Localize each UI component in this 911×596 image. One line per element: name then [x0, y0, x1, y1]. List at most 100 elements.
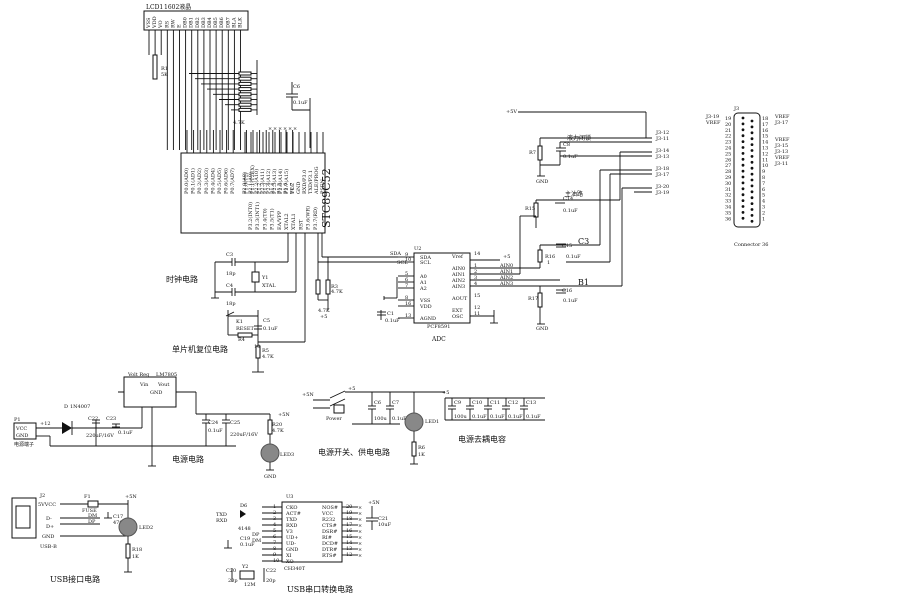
ch340-pin-label: ACT#	[285, 511, 301, 517]
connector-pin-num: 13	[762, 146, 768, 152]
reg-pin-gnd: GND	[150, 390, 162, 396]
c7-value: 0.1uF	[392, 416, 407, 422]
ain-net-label: AIN1	[499, 269, 513, 275]
j3-net-label: J3-11	[655, 136, 669, 142]
mcu-pin-label: P3.6(WR)	[305, 206, 312, 230]
mcu-pin-label: RST	[298, 219, 304, 230]
mcu-pin-label: P3.7(RD)	[312, 207, 319, 230]
ch340-pin-label: R232	[322, 517, 335, 523]
power-out: +5N	[278, 412, 290, 418]
ch340-pin-label: V3	[285, 529, 293, 535]
connector-left-net: J3-19	[705, 114, 719, 120]
lcd-pin-label: DB3	[201, 17, 207, 28]
connector-pin-num: 35	[725, 210, 731, 216]
p1-terminal	[13, 422, 37, 440]
connector-pin-num: 32	[725, 193, 731, 199]
sensor-label-3: C3	[578, 237, 589, 246]
connector-pin	[750, 219, 754, 223]
mcu-pin-label: P2.1(A9)	[247, 172, 254, 194]
connector-pin	[741, 175, 745, 179]
c6-top-ref: C6	[293, 84, 300, 90]
decoup-cap-value: 100u	[454, 414, 468, 420]
c22-ref: C22	[88, 416, 98, 422]
p1-name: 电源端子	[14, 441, 34, 448]
connector-right-net: VREF	[774, 137, 790, 143]
connector-pin-num: 8	[762, 175, 765, 181]
connector-pin	[741, 169, 745, 173]
ch340-pins: CKO1ACT#2TXD3RXD4V35UD+6UD-7GND8XI9XO10N…	[262, 504, 362, 565]
p1-ref: P1	[14, 417, 21, 423]
usb-pin-dm: D-	[46, 516, 52, 522]
c6-ref: C6	[374, 400, 381, 406]
connector-pin-num: 16	[762, 128, 768, 134]
mcu-stc89c52: STC89C52 P0.0(AD0)P0.1(AD1)P0.2(AD2)P0.3…	[180, 126, 333, 234]
r6-resistor	[411, 441, 417, 457]
c5-value: 0.1uF	[263, 326, 278, 332]
connector-pin-num: 2	[762, 210, 765, 216]
x-mark: ×	[358, 511, 362, 517]
connector-pin	[741, 163, 745, 167]
connector-pin	[750, 149, 754, 152]
connector-pin	[741, 193, 745, 197]
usb-interface-circuit: J2 5VVCC D- D+ GND USB-B F1 FUSE DM DP +…	[11, 493, 153, 584]
switch-name: Power	[326, 416, 342, 422]
c23-value: 0.1uF	[118, 430, 133, 436]
adc-vcc: +5	[320, 314, 327, 320]
ch340-pin-label: GND	[286, 547, 298, 553]
adc-pin-label: SCL	[420, 260, 431, 266]
mcu-pin-label: P1.7	[290, 183, 296, 194]
lcd-pin-label: DB7	[225, 17, 231, 28]
ch340-vcc: +5N	[368, 500, 380, 506]
usb-dp: DP	[88, 519, 96, 525]
mcu-pin-label: P3.2(INT0)	[247, 202, 254, 230]
connector-pin	[741, 122, 745, 126]
mcu-pin-label: P1.0(T2)	[242, 172, 249, 194]
c20-ref: C20	[226, 568, 236, 574]
adc-pin-label: Vref	[451, 254, 464, 260]
adc-pin-num: 3	[474, 275, 477, 281]
reg-pin-vin: Vin	[139, 382, 149, 388]
j3-net-label: J3-18	[655, 166, 669, 172]
r4-value: 10	[254, 344, 260, 350]
ch340-pin-label: CKO	[286, 505, 298, 511]
connector-right-net: J3-17	[774, 120, 788, 126]
power-switch-circuit: +5N Power +5 C6 100u C7 0.1uF LED1 R6 1K…	[302, 386, 445, 465]
adc-pin-num: 14	[474, 251, 480, 257]
array-resistor	[238, 81, 252, 86]
c23-ref: C23	[106, 416, 116, 422]
mcu-pin-label: PSEN	[320, 179, 326, 194]
sensor-label-1: 液力闭锁	[567, 134, 591, 142]
mcu-pin-label: P1.5	[276, 183, 282, 194]
adc-pin-label: VDD	[419, 304, 432, 310]
power-switch[interactable]	[333, 404, 345, 414]
x-mark: ×	[358, 517, 362, 523]
c24-value: 0.1uF	[208, 428, 223, 434]
c19-ref: C19	[240, 536, 250, 542]
lcd-pin-label: BLA	[231, 17, 237, 28]
r4-ref: R4	[238, 337, 245, 343]
connector-body	[733, 112, 761, 228]
array-resistor	[238, 107, 252, 112]
mcu-pin-label: P0.2(AD2)	[196, 168, 203, 194]
c16-value: 0.1uF	[563, 298, 578, 304]
d-value: 1N4007	[70, 404, 90, 410]
decoup-cap-ref: C13	[526, 400, 536, 406]
ch340-ref: U3	[286, 494, 293, 500]
d6-ref: D6	[240, 503, 247, 509]
gnd-1: GND	[536, 179, 548, 185]
ain-net-label: AIN2	[499, 275, 513, 281]
connector-pin-num: 3	[762, 205, 765, 211]
adc-pin-num: 13	[405, 313, 411, 319]
connector-pin	[750, 131, 754, 135]
connector-pin-num: 7	[762, 181, 765, 187]
ch340-pin-label: UD+	[286, 535, 298, 541]
connector-pin	[741, 205, 745, 208]
c3-value: 18p	[226, 271, 236, 277]
c17-ref: C17	[113, 514, 123, 520]
adc-pin-num: 1	[474, 263, 477, 269]
connector-pin	[750, 178, 754, 182]
connector-pin-num: 23	[725, 140, 731, 146]
lcd-pin-label: DB0	[183, 17, 189, 28]
